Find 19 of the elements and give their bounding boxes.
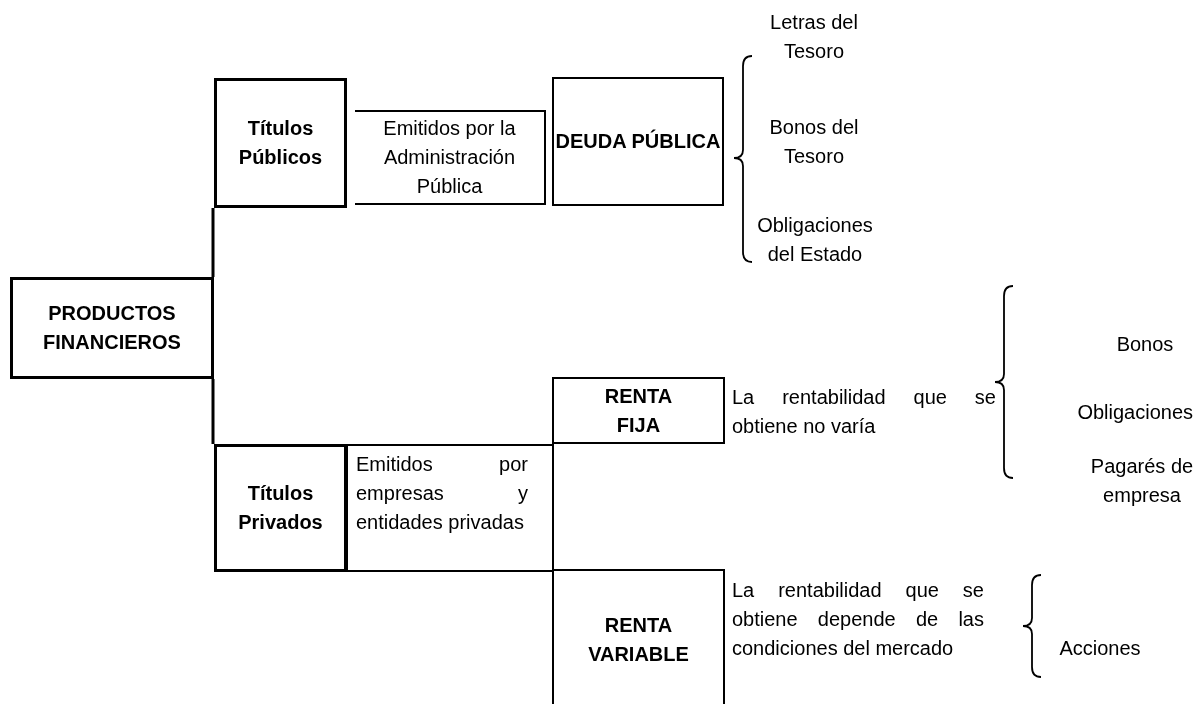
description-text: La rentabilidad que se obtiene no varía [732,385,996,439]
description-box: Emitidos por empresas y entidades privadas [346,444,554,572]
item-label: Letras del Tesoro [769,10,859,64]
root-box: PRODUCTOS FINANCIEROS [10,277,214,379]
item-label: Pagarés de empresa [1090,454,1194,508]
item-label: Obligaciones del Estado [756,213,874,267]
concept-box: RENTA FIJA [552,377,725,444]
description-text: La rentabilidad que se obtiene depende de las condiciones del mercado [732,578,984,661]
connector-line [211,208,215,277]
category-box: Títulos Públicos [214,78,347,208]
category-box: Títulos Privados [214,444,347,572]
description-box: Emitidos por la Administración Pública [355,110,546,205]
connector-line [211,379,215,444]
concept-box: DEUDA PÚBLICA [552,77,724,206]
item-label: Acciones [1058,636,1142,661]
concept-box: RENTA VARIABLE [552,569,725,704]
item-label: Bonos [1115,332,1175,357]
item-label: Obligaciones [1076,400,1193,425]
item-label: Bonos del Tesoro [768,115,860,169]
